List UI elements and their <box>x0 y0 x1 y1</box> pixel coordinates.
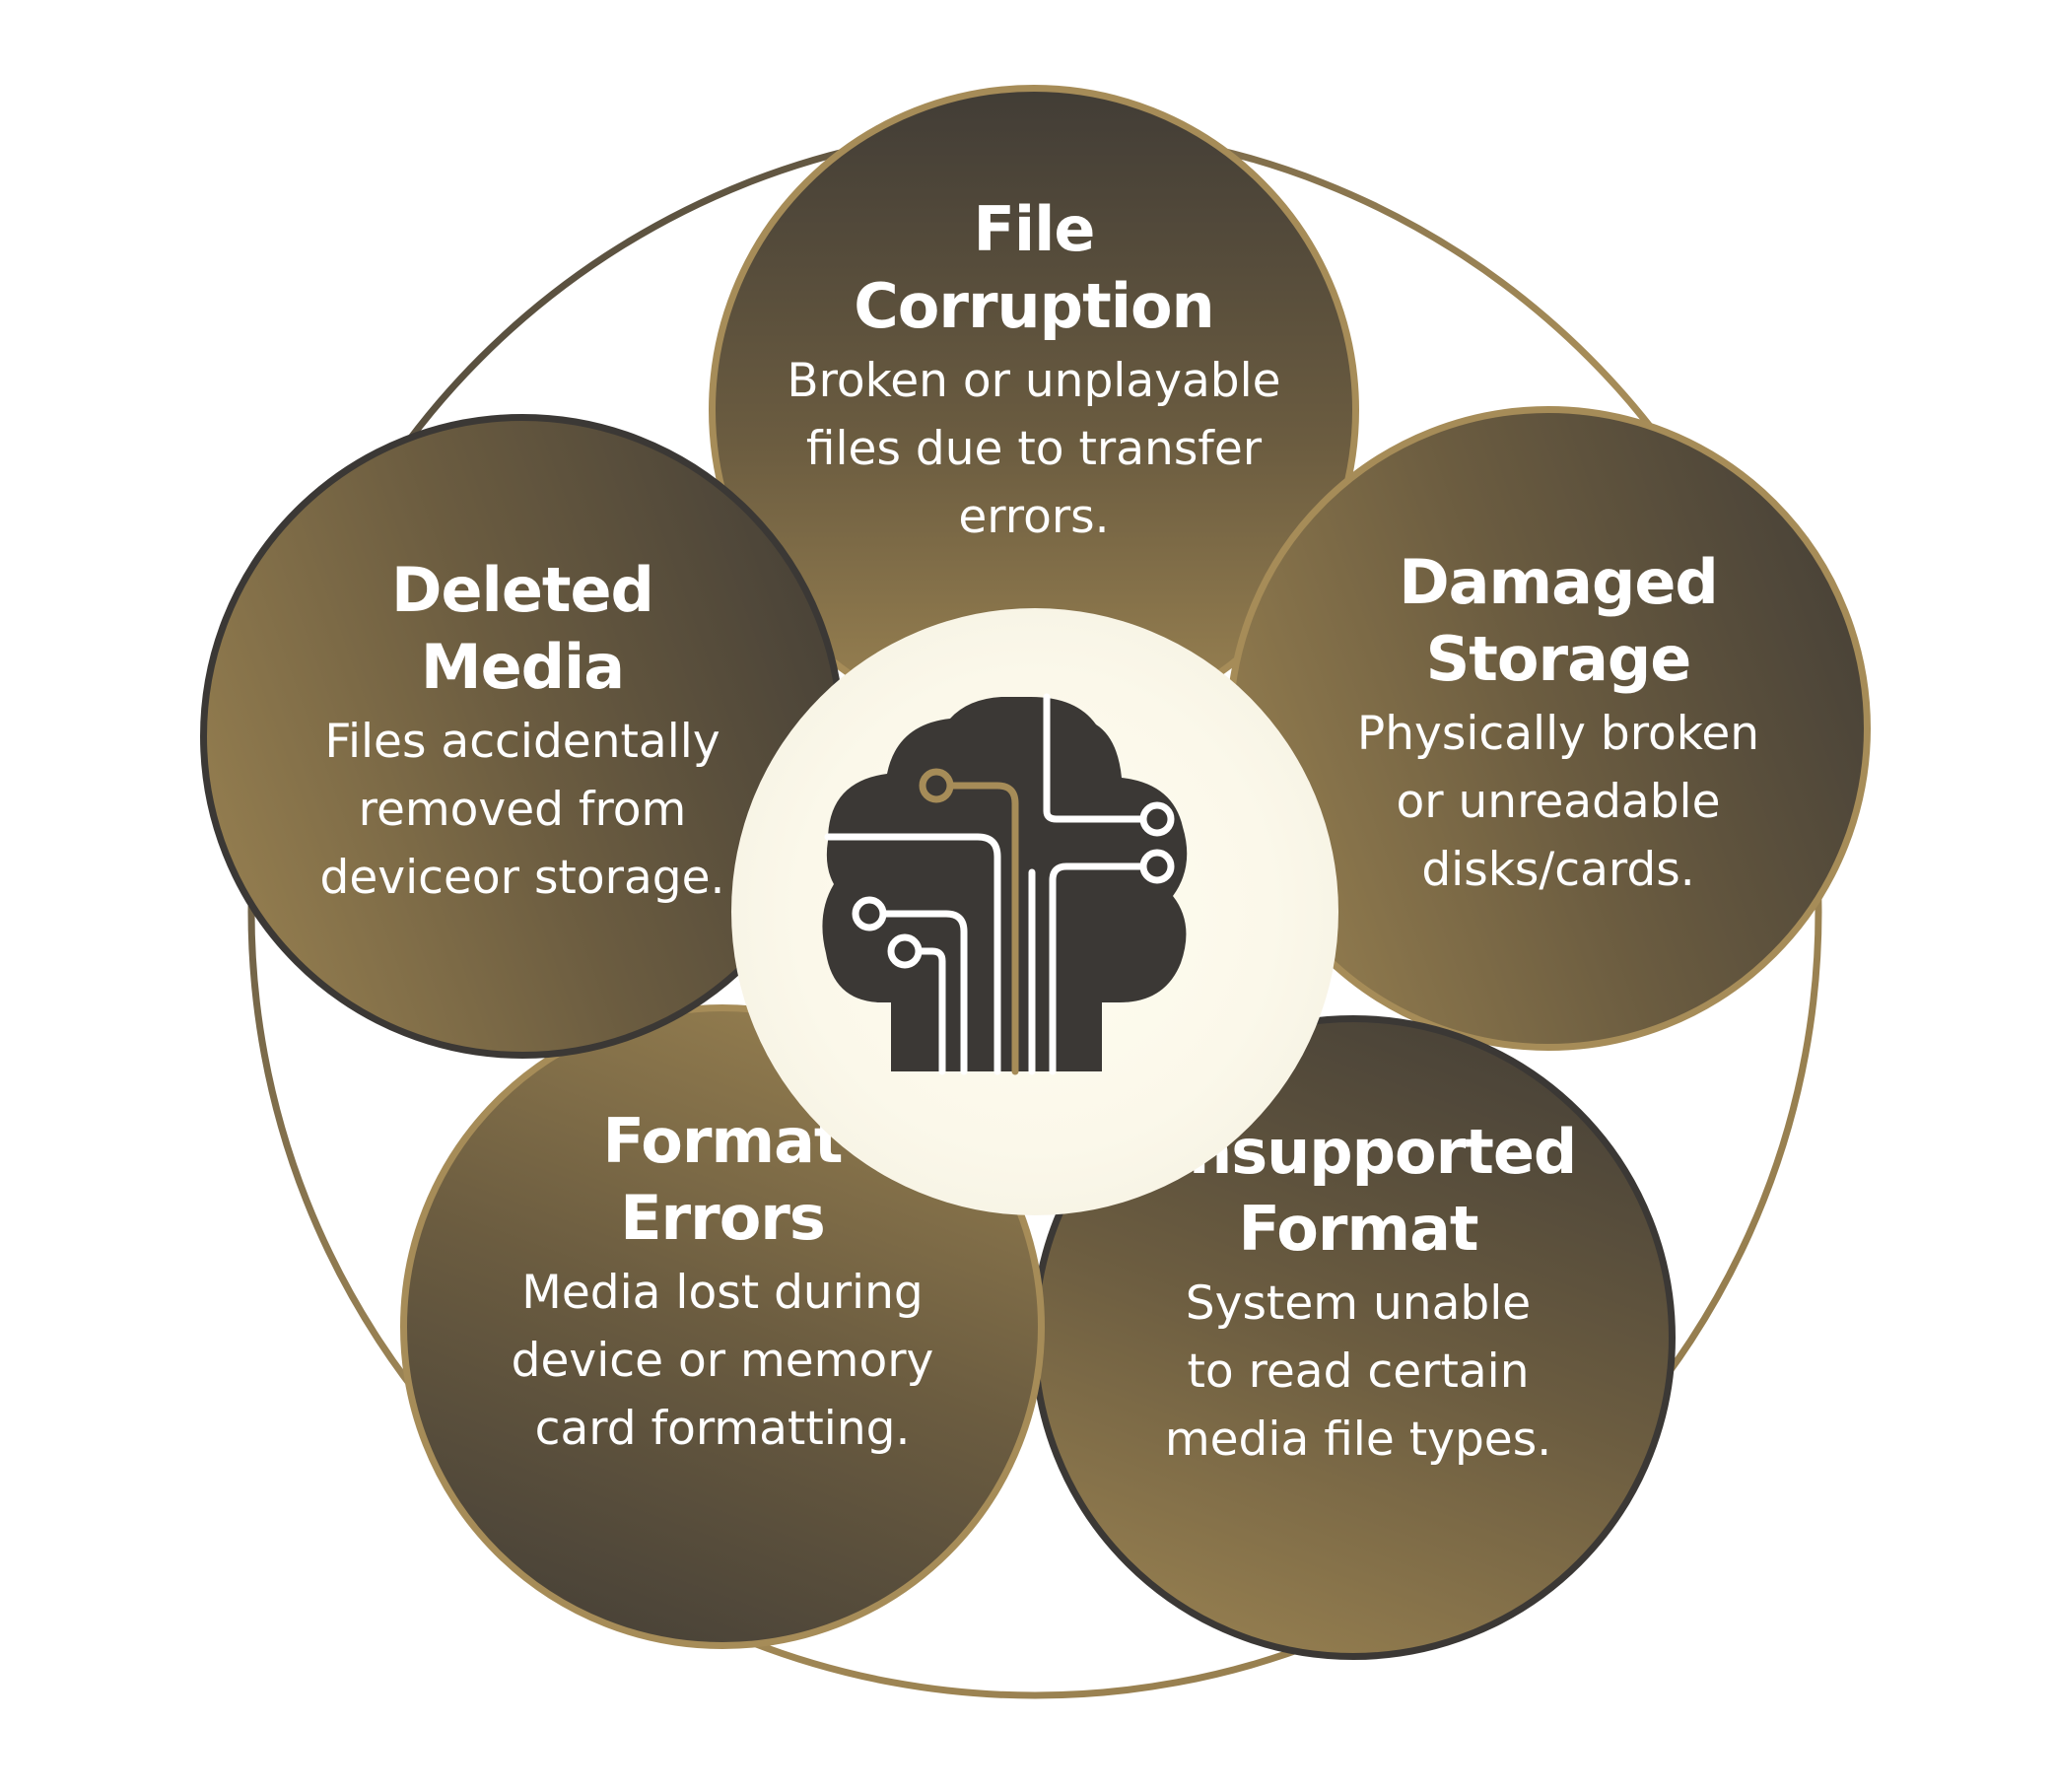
node-description: Media lost during device or memory card … <box>511 1265 934 1456</box>
node-title: Deleted Media <box>391 553 654 703</box>
node-title: File Corruption <box>854 192 1214 342</box>
node-title: Format Errors <box>602 1104 843 1254</box>
node-description: Broken or unplayable files due to transf… <box>787 353 1281 544</box>
node-title: Damaged Storage <box>1399 545 1719 695</box>
node-format-errors: Format Errors Media lost during device o… <box>400 1004 1045 1649</box>
cloud-circuit-icon <box>822 693 1188 1075</box>
node-description: Physically broken or unreadable disks/ca… <box>1356 706 1760 897</box>
node-description: System unable to read certain media file… <box>1164 1275 1552 1467</box>
node-description: Files accidentally removed from deviceor… <box>319 714 725 905</box>
center-hub <box>731 608 1338 1215</box>
